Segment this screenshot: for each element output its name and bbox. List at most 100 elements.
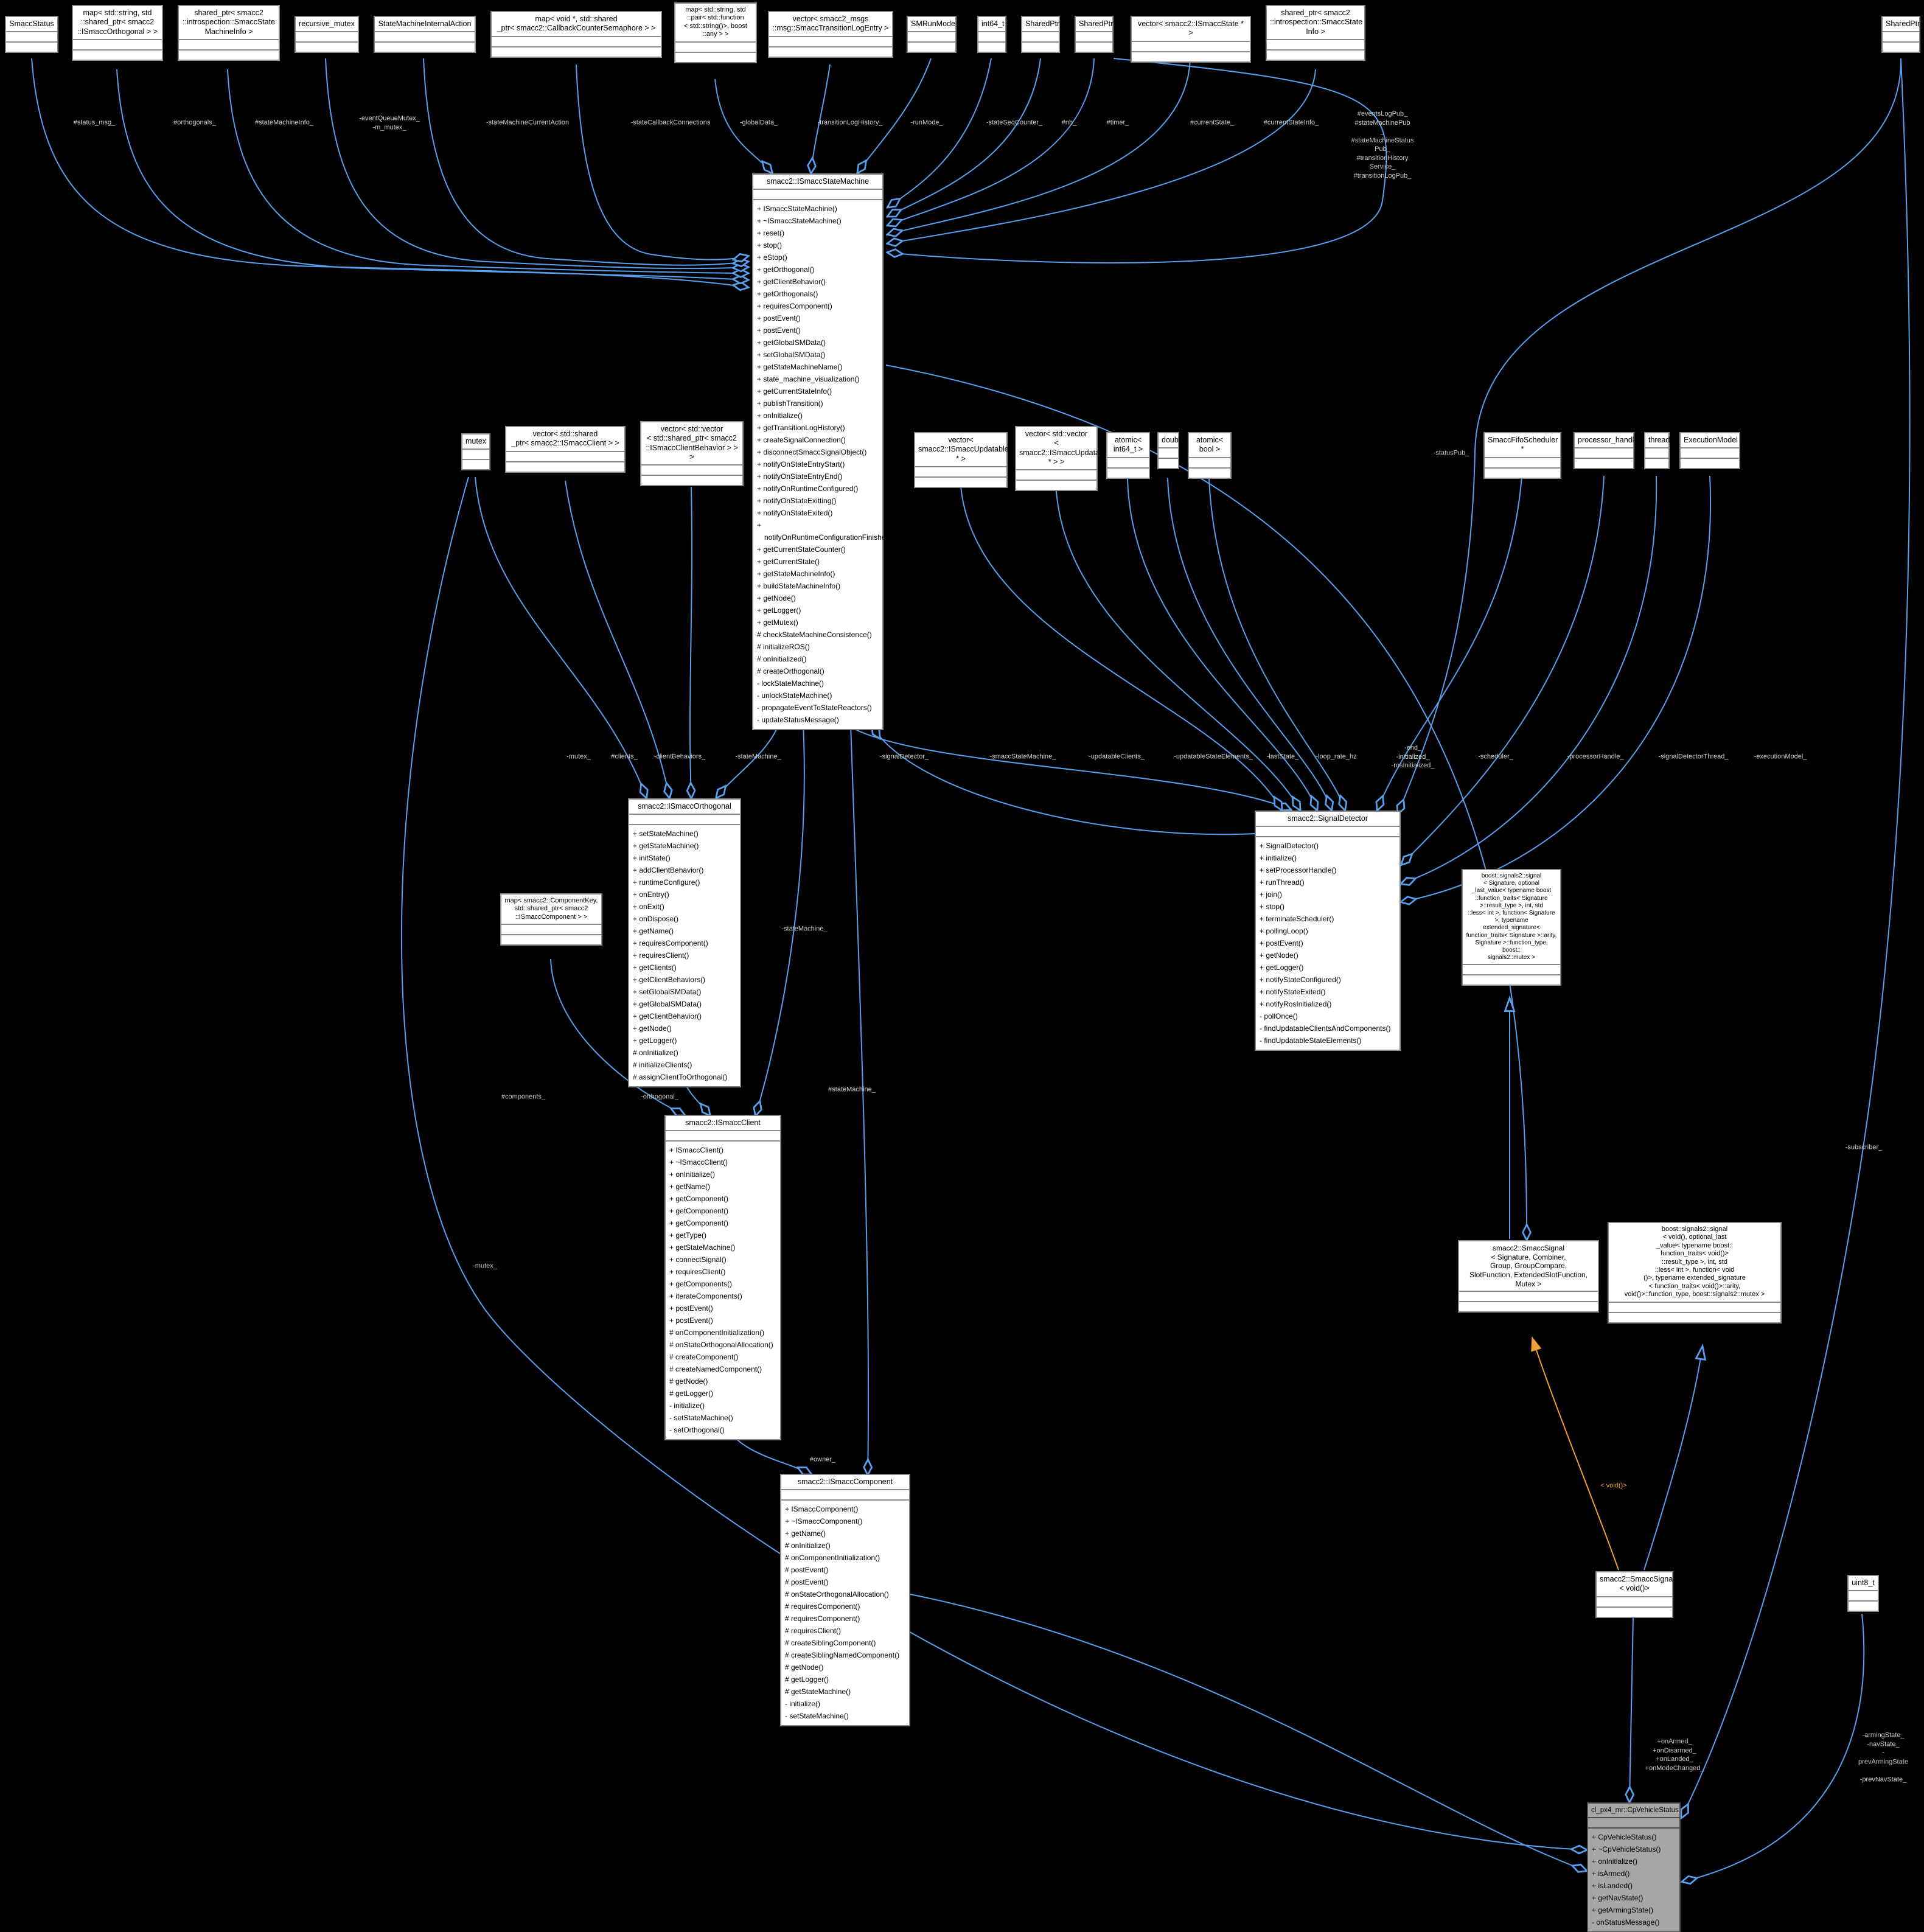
class-signal-detector[interactable]: smacc2::SignalDetector+ SignalDetector()… (1255, 811, 1401, 1051)
class-boost-signal-signature[interactable]: boost::signals2::signal < Signature, opt… (1462, 869, 1561, 986)
member-row: + requiresClient() (669, 1268, 726, 1277)
class-smacc-signal-void[interactable]: smacc2::SmaccSignal < void()> (1595, 1571, 1675, 1618)
class-mutex[interactable]: mutex (461, 433, 490, 471)
class-sharedptr-2[interactable]: SharedPtr (1075, 16, 1114, 54)
class-statemachine-internal-action[interactable]: StateMachineInternalAction (374, 16, 476, 54)
attributes-compartment (915, 467, 1006, 478)
class-ismacc-component[interactable]: smacc2::ISmaccComponent+ ISmaccComponent… (780, 1474, 910, 1727)
edge-label: -end_ -initialized_ -rosInitialized_ (1391, 744, 1435, 770)
member-row: + initState() (633, 854, 671, 863)
class-map-callback-counter-semaphore[interactable]: map< void *, std::shared _ptr< smacc2::C… (490, 11, 662, 58)
attributes-compartment (462, 450, 489, 461)
class-title: SharedPtr (1076, 17, 1113, 33)
attributes-compartment (375, 32, 475, 43)
attributes-compartment (629, 815, 740, 826)
edge-runmode (858, 58, 932, 172)
member-row: + getGlobalSMData() (633, 1000, 702, 1009)
class-vector-updatable[interactable]: vector< smacc2::ISmaccUpdatable * > (914, 432, 1009, 488)
edge-label: -scheduler_ (1478, 753, 1513, 761)
member-row: + pollingLoop() (1260, 927, 1308, 936)
edge-mutex-orthogonal (475, 476, 646, 797)
methods-compartment: + ISmaccComponent()+ ~ISmaccComponent()+… (781, 1501, 909, 1725)
member-row: + getName() (785, 1529, 826, 1538)
class-atomic-int64[interactable]: atomic< int64_t > (1106, 432, 1150, 479)
class-title: vector< std::shared _ptr< smacc2::ISmacc… (506, 427, 624, 452)
class-title: vector< smacc2_msgs ::msg::SmaccTransiti… (769, 12, 892, 37)
class-double[interactable]: double (1157, 432, 1185, 470)
class-vector-ismaccclient[interactable]: vector< std::shared _ptr< smacc2::ISmacc… (505, 426, 626, 473)
member-row: + notifyOnStateEntryEnd() (757, 472, 843, 481)
member-row: + getComponents() (669, 1280, 733, 1289)
edge-uint8-cpvehicle (1683, 1613, 1865, 1881)
operations-compartment (462, 460, 489, 469)
class-processor-handle[interactable]: processor_handle (1574, 432, 1638, 470)
class-map-string-pair-function[interactable]: map< std::string, std ::pair< std::funct… (674, 2, 757, 63)
operations-compartment (375, 43, 475, 52)
member-row: + postEvent() (1260, 939, 1303, 948)
class-sharedptr-1[interactable]: SharedPtr (1021, 16, 1060, 54)
class-vector-ismaccstate[interactable]: vector< smacc2::ISmaccState * > (1131, 16, 1251, 63)
class-title: uint8_t (1849, 1576, 1878, 1592)
class-smacc-signal-signature[interactable]: smacc2::SmaccSignal < Signature, Combine… (1458, 1240, 1599, 1313)
class-title: smacc2::ISmaccClient (666, 1116, 780, 1132)
edge-label: #stateMachineInfo_ (254, 119, 314, 127)
member-row: + getClientBehavior() (757, 277, 826, 287)
edge-label: -stateMachineCurrentAction (486, 119, 570, 127)
member-row: + runtimeConfigure() (633, 878, 700, 887)
attributes-compartment (73, 40, 162, 51)
class-map-orthogonals[interactable]: map< std::string, std ::shared_ptr< smac… (72, 5, 163, 61)
class-recursive-mutex[interactable]: recursive_mutex (295, 16, 359, 54)
class-title: mutex (462, 434, 489, 450)
member-row: + stop() (757, 241, 782, 250)
class-smrunmode[interactable]: SMRunMode (907, 16, 957, 54)
member-row: - onStatusMessage() (1592, 1918, 1660, 1927)
attributes-compartment (1132, 42, 1250, 52)
class-title: ExecutionModel (1681, 433, 1739, 449)
class-uint8-t[interactable]: uint8_t (1847, 1575, 1879, 1613)
class-vector-vector-updatable[interactable]: vector< std::vector < smacc2::ISmaccUpda… (1015, 426, 1110, 491)
operations-compartment (1189, 469, 1230, 478)
class-ismacc-orthogonal[interactable]: smacc2::ISmaccOrthogonal+ setStateMachin… (628, 798, 741, 1088)
member-row: - findUpdatableStateElements() (1260, 1036, 1362, 1045)
class-atomic-bool[interactable]: atomic< bool > (1188, 432, 1232, 479)
member-row: # initializeClients() (633, 1061, 692, 1070)
edge-component-cpvehicle (910, 1594, 1586, 1871)
class-map-componentkey[interactable]: map< smacc2::ComponentKey, std::shared_p… (500, 893, 602, 946)
class-smacc-status[interactable]: SmaccStatus (5, 16, 58, 54)
edge-label: -smaccStateMachine_ (989, 753, 1056, 761)
class-sharedptr-smaccstatemachineinfo[interactable]: shared_ptr< smacc2 ::introspection::Smac… (178, 5, 280, 61)
member-row: + getComponent() (669, 1207, 729, 1216)
edge-statecallback-connections (576, 64, 747, 260)
class-int64-t[interactable]: int64_t (977, 16, 1006, 54)
class-vector-transition-log-entry[interactable]: vector< smacc2_msgs ::msg::SmaccTransiti… (768, 11, 893, 58)
member-row: + getTransitionLogHistory() (757, 424, 845, 433)
class-sharedptr-3[interactable]: SharedPtr (1881, 16, 1920, 54)
class-cp-vehicle-status[interactable]: cl_px4_mr::CpVehicleStatus+ CpVehicleSta… (1587, 1802, 1681, 1932)
class-boost-signal-void[interactable]: boost::signals2::signal < void(), option… (1608, 1222, 1782, 1323)
class-vector-clientbehavior[interactable]: vector< std::vector < std::shared_ptr< s… (640, 421, 744, 486)
class-thread[interactable]: thread (1644, 432, 1670, 470)
class-ismacc-state-machine[interactable]: smacc2::ISmaccStateMachine+ ISmaccStateM… (752, 173, 895, 731)
member-row: + getComponent() (669, 1194, 729, 1204)
edge-signal-detector (873, 727, 1255, 835)
class-smacc-fifo-scheduler[interactable]: SmaccFifoScheduler * (1483, 432, 1561, 479)
class-ismacc-client[interactable]: smacc2::ISmaccClient+ ISmaccClient()+ ~I… (664, 1115, 781, 1441)
class-execution-model[interactable]: ExecutionModel (1679, 432, 1740, 470)
attributes-compartment (492, 37, 661, 47)
member-row: + ISmaccStateMachine() (757, 204, 837, 214)
operations-compartment (769, 47, 892, 57)
member-row: + ~ISmaccStateMachine() (757, 217, 842, 226)
attributes-compartment (666, 1131, 780, 1142)
methods-compartment: + setStateMachine()+ getStateMachine()+ … (629, 825, 740, 1086)
edge-label: -processorHandle_ (1567, 753, 1624, 761)
methods-compartment: + CpVehicleStatus()+ ~CpVehicleStatus()+… (1588, 1829, 1679, 1931)
operations-compartment (1159, 459, 1178, 468)
operations-compartment (1609, 1313, 1780, 1322)
member-row: + notifyOnRuntimeConfigurationFinished() (757, 521, 895, 542)
member-row: + publishTransition() (757, 399, 823, 408)
edge-label: -stateMachine_ (781, 925, 828, 933)
class-sharedptr-smaccstateinfo[interactable]: shared_ptr< smacc2 ::introspection::Smac… (1266, 5, 1365, 61)
class-title: vector< std::vector < std::shared_ptr< s… (641, 422, 742, 466)
attributes-compartment (769, 37, 892, 47)
member-row: + disconnectSmaccSignalObject() (757, 448, 867, 457)
